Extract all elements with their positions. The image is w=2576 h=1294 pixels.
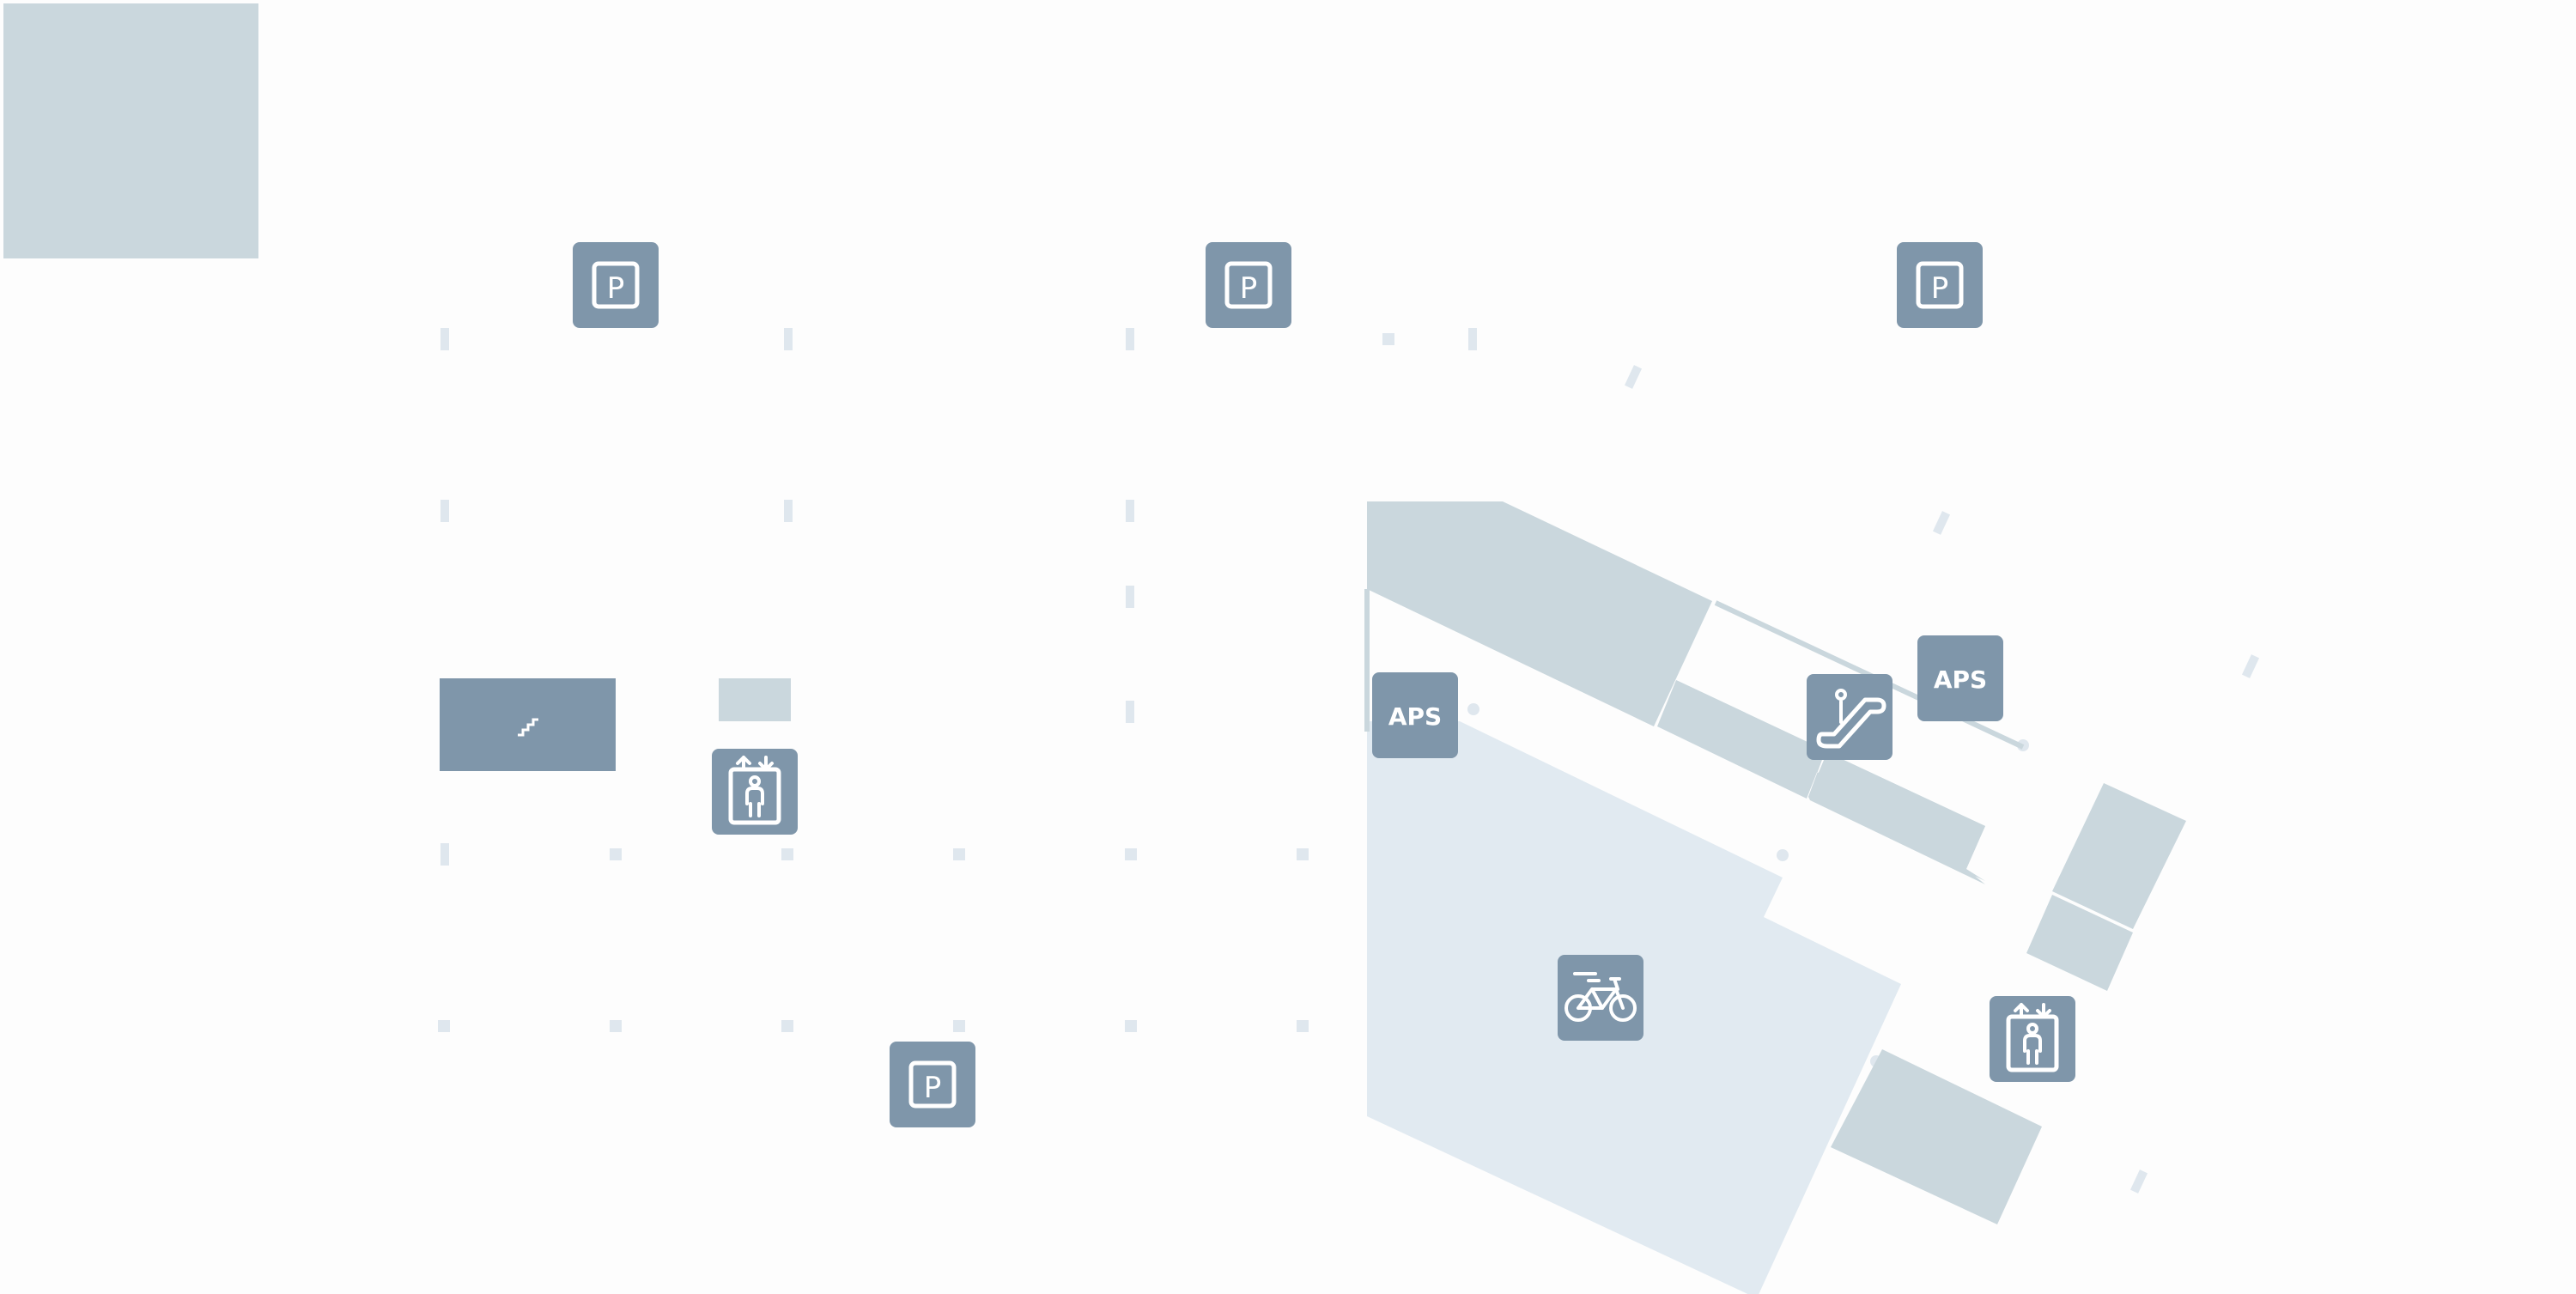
pillar — [2241, 654, 2260, 678]
escalator-marker[interactable] — [1807, 674, 1893, 760]
marker-layer: APS APS — [573, 242, 2075, 1127]
pillar — [610, 1020, 622, 1032]
small-room — [719, 678, 791, 721]
pillar — [1467, 703, 1479, 715]
pillar — [1125, 848, 1137, 860]
room — [2052, 783, 2186, 929]
pillar — [1125, 1020, 1137, 1032]
aps-label: APS — [1388, 702, 1442, 731]
pillar — [1382, 333, 1394, 345]
pillar — [1932, 511, 1951, 535]
pillar — [438, 1020, 450, 1032]
pillar — [1624, 365, 1643, 389]
pillar — [1297, 1020, 1309, 1032]
pillar — [2129, 1169, 2148, 1194]
pillar — [1126, 328, 1134, 350]
pillar — [953, 1020, 965, 1032]
pillar — [784, 500, 793, 522]
elevator-marker[interactable] — [1990, 996, 2075, 1082]
parking-marker[interactable] — [1897, 242, 1983, 328]
pillar — [1777, 849, 1789, 861]
room — [1657, 680, 1826, 799]
room — [1367, 501, 1712, 726]
pillar — [440, 843, 449, 866]
pillar — [1126, 500, 1134, 522]
pillar — [440, 328, 449, 350]
aps-label: APS — [1934, 665, 1987, 694]
parking-marker[interactable] — [890, 1042, 975, 1127]
pillar — [440, 500, 449, 522]
room-block — [3, 3, 258, 258]
pillar — [953, 848, 965, 860]
room — [1808, 752, 1985, 871]
pillar — [1297, 848, 1309, 860]
pillar — [781, 848, 793, 860]
parking-marker[interactable] — [1206, 242, 1291, 328]
aps-marker[interactable]: APS — [1372, 672, 1458, 758]
aps-marker[interactable]: APS — [1917, 635, 2003, 721]
elevator-marker[interactable] — [712, 749, 798, 835]
pillar — [784, 328, 793, 350]
pillar — [1126, 586, 1134, 608]
building-rooms — [1367, 501, 2186, 1224]
bicycle-marker[interactable] — [1558, 955, 1643, 1041]
parking-marker[interactable] — [573, 242, 659, 328]
room — [1831, 1049, 2042, 1224]
pillar — [781, 1020, 793, 1032]
pillar-group — [438, 328, 2260, 1194]
pillar — [1468, 328, 1477, 350]
pillar — [610, 848, 622, 860]
room — [2026, 895, 2133, 991]
pillar — [1126, 701, 1134, 723]
